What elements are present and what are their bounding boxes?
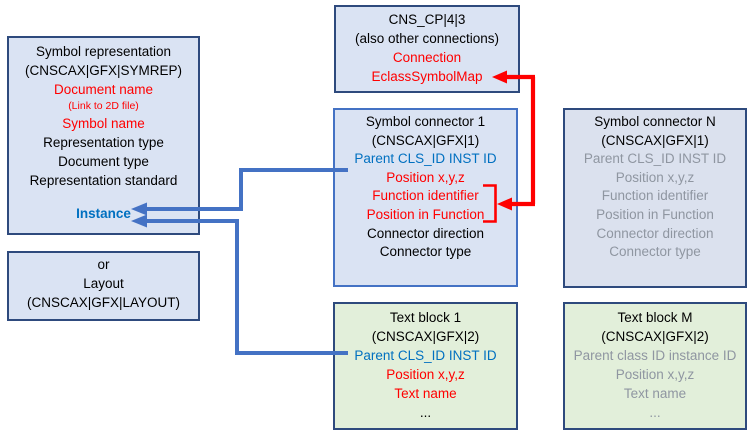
field-parent-cls-id: Parent CLS_ID INST ID <box>354 348 497 363</box>
box-title: Symbol connector N <box>594 114 716 129</box>
field-or: or <box>97 257 110 272</box>
field-position-xyz: Position x,y,z <box>386 169 465 185</box>
field-text-name: Text name <box>394 386 457 401</box>
field-connector-type: Connector type <box>379 244 472 260</box>
field-document-name: Document name <box>53 82 154 97</box>
field-parent-cls-id: Parent CLS_ID INST ID <box>583 151 727 167</box>
field-symbol-name: Symbol name <box>62 116 145 131</box>
box-subtitle: (CNSCAX|GFX|1) <box>601 132 709 148</box>
field-connector-type: Connector type <box>609 244 701 260</box>
box-title: Text block M <box>617 310 693 325</box>
field-function-identifier: Function identifier <box>601 188 709 204</box>
box-subtitle: (CNSCAX|GFX|1) <box>371 132 480 148</box>
field-eclasssymbolmap: EclassSymbolMap <box>371 69 483 84</box>
field-connector-direction: Connector direction <box>366 225 485 241</box>
field-position-xyz: Position x,y,z <box>386 367 465 382</box>
box-title: Symbol connector 1 <box>365 114 486 129</box>
field-link-to-2d-file: (Link to 2D file) <box>68 100 139 112</box>
field-ellipsis: ... <box>649 405 661 420</box>
box-symbol-connector-1: Symbol connector 1 (CNSCAX|GFX|1) Parent… <box>333 108 518 287</box>
field-position-in-function: Position in Function <box>366 206 485 222</box>
box-cns-cp: CNS_CP|4|3 (also other connections) Conn… <box>334 5 520 93</box>
box-text-block-1: Text block 1 (CNSCAX|GFX|2) Parent CLS_I… <box>333 302 518 430</box>
field-text-name: Text name <box>623 386 687 401</box>
field-document-type: Document type <box>58 154 149 169</box>
box-subtitle: (CNSCAX|GFX|LAYOUT) <box>26 295 181 310</box>
field-position-xyz: Position x,y,z <box>615 367 695 382</box>
field-ellipsis: ... <box>419 405 432 420</box>
field-connection: Connection <box>392 50 462 65</box>
field-parent-cls-id: Parent CLS_ID INST ID <box>354 151 497 167</box>
box-subtitle: (CNSCAX|GFX|2) <box>371 329 480 344</box>
box-subtitle: (CNSCAX|GFX|2) <box>601 329 709 344</box>
box-title: Text block 1 <box>389 310 462 325</box>
field-connector-direction: Connector direction <box>596 225 714 241</box>
field-position-xyz: Position x,y,z <box>615 169 695 185</box>
box-subtitle: (CNSCAX|GFX|SYMREP) <box>24 63 183 78</box>
box-title: Layout <box>83 276 124 291</box>
field-instance: Instance <box>76 206 131 221</box>
field-representation-standard: Representation standard <box>29 173 178 188</box>
box-or-layout: or Layout (CNSCAX|GFX|LAYOUT) <box>7 251 200 321</box>
box-symbol-connector-n: Symbol connector N (CNSCAX|GFX|1) Parent… <box>563 108 747 288</box>
field-position-in-function: Position in Function <box>596 206 714 222</box>
box-subtitle: (also other connections) <box>354 31 500 46</box>
box-title: CNS_CP|4|3 <box>388 12 466 27</box>
box-text-block-m: Text block M (CNSCAX|GFX|2) Parent class… <box>563 302 747 430</box>
box-title: Symbol representation <box>35 44 172 59</box>
field-parent-class-id: Parent class ID instance ID <box>573 348 737 363</box>
field-function-identifier: Function identifier <box>372 188 479 204</box>
box-symbol-representation: Symbol representation (CNSCAX|GFX|SYMREP… <box>7 36 200 235</box>
field-representation-type: Representation type <box>43 135 164 150</box>
